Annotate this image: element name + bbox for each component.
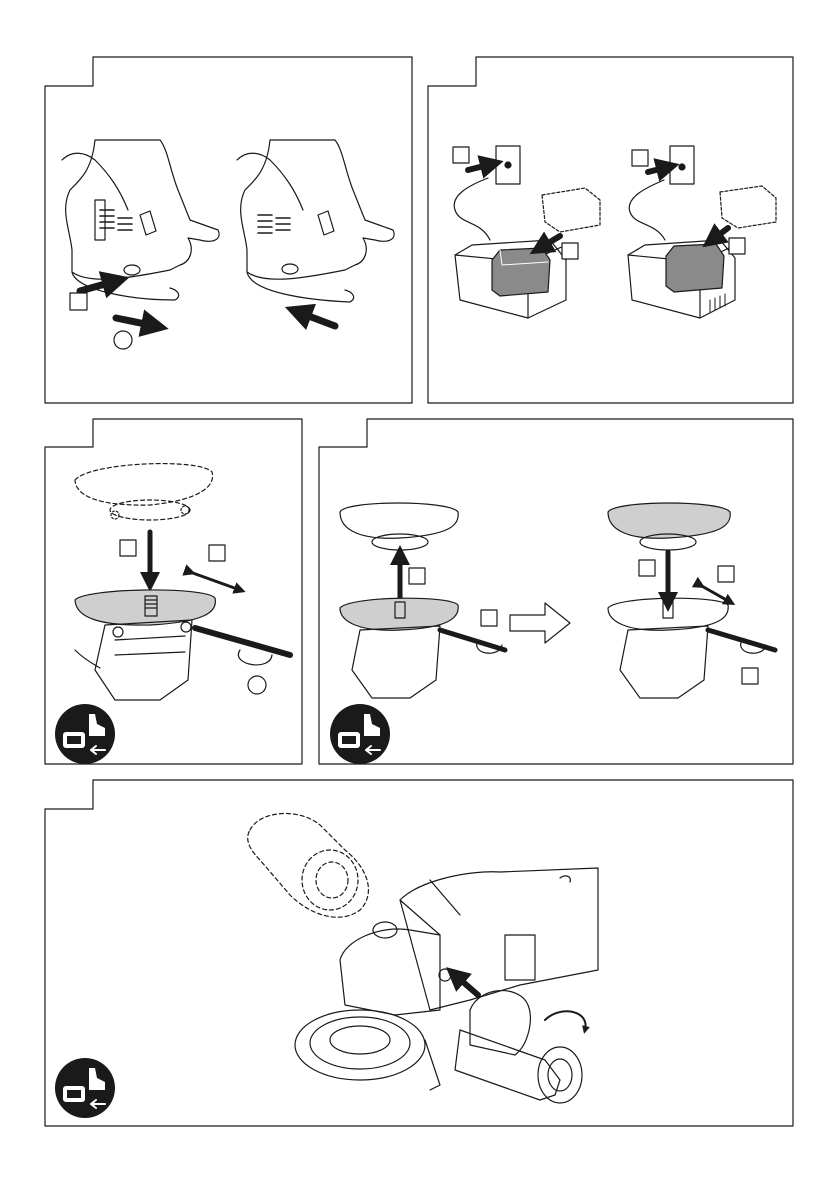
panel-guard-adjustment	[319, 419, 793, 764]
angle-grinder-icon	[295, 868, 598, 1090]
power-cord	[629, 180, 665, 240]
battery-pack-icon	[666, 244, 724, 292]
hand-icon	[62, 140, 219, 300]
insert-arrow-icon	[455, 975, 478, 995]
side-handle-icon	[248, 814, 369, 918]
step-marker	[639, 560, 655, 576]
remove-battery-warning-icon	[330, 704, 390, 764]
panel-frame	[319, 419, 793, 764]
angle-grinder-icon	[352, 626, 440, 698]
wheel-guard-icon	[75, 464, 213, 506]
slide-arrow-icon	[116, 318, 155, 326]
wheel-guard-icon	[340, 503, 458, 538]
battery-pack-icon	[542, 188, 600, 232]
angle-grinder-icon	[75, 620, 192, 700]
step-marker	[120, 540, 136, 556]
power-cord	[454, 178, 490, 240]
panel-battery-charging	[428, 57, 793, 403]
remove-battery-warning-icon	[55, 1058, 115, 1118]
remove-battery-warning-icon	[55, 704, 115, 764]
side-handle-icon	[455, 991, 582, 1103]
step-marker	[209, 545, 225, 561]
panel-side-handle-mounting	[45, 780, 793, 1126]
battery-pack-icon	[720, 186, 776, 228]
insert-arrow-icon	[468, 164, 492, 170]
battery-release-button-icon	[282, 264, 298, 274]
panel-battery-removal	[45, 57, 412, 403]
step-marker	[729, 238, 745, 254]
step-marker	[481, 610, 497, 626]
insert-arrow-icon	[648, 167, 668, 172]
push-arrow-icon	[80, 281, 116, 291]
insert-arrow-icon	[540, 236, 560, 248]
step-marker	[562, 243, 578, 259]
rotate-arrow-icon	[190, 572, 240, 590]
step-marker	[70, 293, 87, 310]
panel-frame	[45, 57, 412, 403]
battery-release-button-icon	[124, 265, 140, 275]
step-marker	[248, 676, 266, 694]
panel-frame	[45, 780, 793, 1126]
wheel-guard-icon	[340, 598, 458, 630]
hand-icon	[237, 140, 394, 302]
step-marker	[718, 566, 734, 582]
screwdriver-icon	[440, 630, 505, 650]
slide-arrow-icon	[298, 312, 335, 326]
screwdriver-icon	[195, 628, 290, 655]
step-marker	[742, 668, 758, 684]
insert-arrow-icon	[712, 228, 728, 240]
wheel-guard-icon	[608, 503, 730, 538]
panel-guard-mounting	[45, 419, 302, 764]
next-step-arrow-icon	[510, 603, 570, 643]
battery-pack-icon	[492, 248, 550, 296]
step-marker	[453, 147, 469, 163]
rotate-arrow-icon	[545, 1011, 586, 1030]
rotate-arrow-icon	[238, 650, 272, 665]
step-marker	[114, 331, 132, 349]
step-marker	[632, 150, 648, 166]
step-marker	[409, 568, 425, 584]
angle-grinder-icon	[620, 626, 708, 698]
